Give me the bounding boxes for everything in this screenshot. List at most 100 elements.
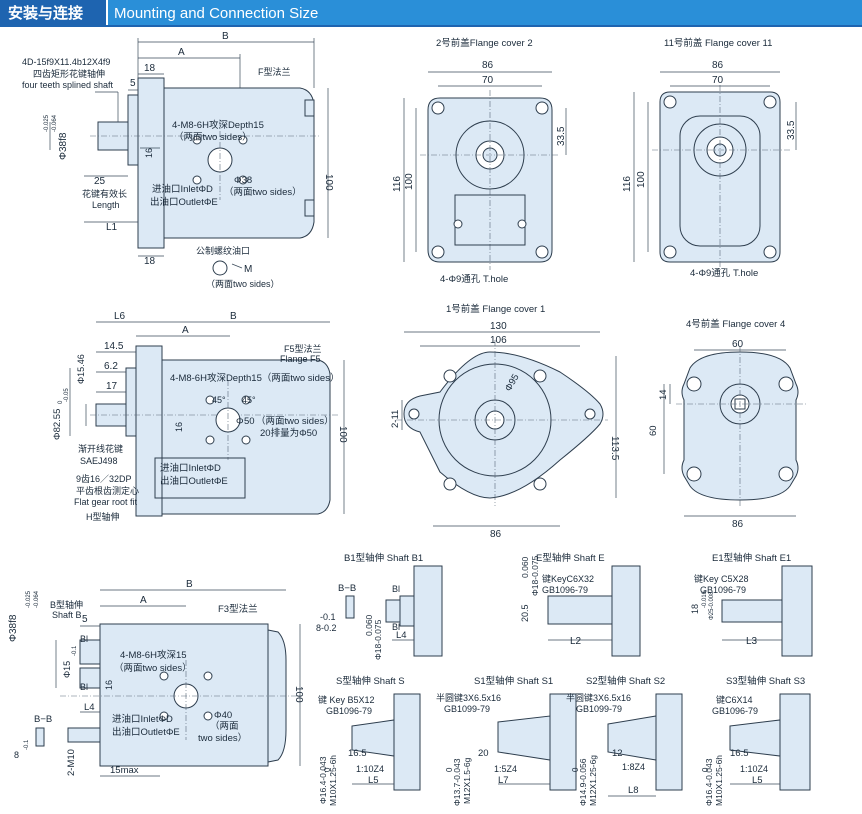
- c2-d33-5: 33.5: [556, 126, 567, 146]
- c11-d116: 116: [622, 176, 633, 192]
- e-phi: Φ18-0.075: [530, 555, 540, 596]
- s2-std: GB1099-79: [576, 704, 622, 714]
- v1-tol-bot: -0.064: [52, 114, 58, 132]
- v1-A: A: [178, 47, 185, 58]
- v1-outlet: 出油口OutletΦE: [150, 196, 218, 208]
- v3-d5: 5: [82, 614, 88, 625]
- c11-d86: 86: [712, 60, 724, 71]
- v1-d100: 100: [323, 174, 334, 191]
- v3-tol15: -0.1: [72, 645, 78, 656]
- v2-inlet: 进油口InletΦD: [160, 462, 221, 474]
- s-ratio: 1:10Z4: [356, 764, 384, 774]
- v2-A: A: [182, 325, 189, 336]
- v2-flange: F5型法兰: [284, 343, 322, 354]
- e1-tol2: Φ25-0.008: [709, 591, 715, 620]
- v2-flange-en: Flange F5: [280, 354, 321, 364]
- v2-phi: Φ: [236, 416, 244, 427]
- v3-outlet: 出油口OutletΦE: [112, 726, 180, 738]
- c2-title: 2号前盖Flange cover 2: [436, 37, 533, 49]
- v3-m10: 2-M10: [66, 749, 77, 776]
- pilot: [127, 94, 139, 166]
- b1-d8: 8-0.2: [316, 623, 337, 633]
- e-tol: 0.060: [520, 556, 530, 578]
- s3-std: GB1096-79: [712, 706, 758, 716]
- section-header: 安装与连接 Mounting and Connection Size: [0, 0, 862, 27]
- v2-outlet: 出油口OutletΦE: [160, 475, 228, 487]
- b1-tol2: 0.060: [364, 614, 374, 636]
- v2-ang2: 45°: [242, 395, 256, 405]
- s2-L8: L8: [628, 785, 639, 796]
- c11-d100: 100: [636, 171, 647, 188]
- c11-d33-5: 33.5: [786, 120, 797, 140]
- v2-root-en: Flat gear root fit: [74, 497, 138, 507]
- v3-phi15: Φ15: [62, 661, 72, 678]
- e1-L3: L3: [746, 636, 758, 647]
- v2-L6: L6: [114, 311, 126, 322]
- s2-ratio: 1:8Z4: [622, 762, 645, 772]
- v1-spline-zh: 四齿矩形花键轴伸: [33, 68, 105, 79]
- v3-two-sides-b2: two sides）: [198, 732, 247, 744]
- s1-L7: L7: [498, 775, 509, 786]
- s1-std: GB1099-79: [444, 704, 490, 714]
- v1-d18a: 18: [144, 63, 156, 74]
- e-L2: L2: [570, 636, 582, 647]
- v2-phi15-46: Φ15.46: [76, 354, 86, 384]
- v1-inlet: 进油口InletΦD: [152, 183, 213, 195]
- v3-bl1: Bl: [80, 634, 88, 644]
- v3-threads: 4-M8-6H攻深15: [120, 649, 187, 661]
- pump-view-3: [35, 589, 301, 777]
- c4-d14: 14: [658, 389, 669, 400]
- v1-spline-len-en: Length: [92, 200, 120, 210]
- v1-phi38: Φ38: [234, 175, 252, 186]
- v3-flange: F3型法兰: [218, 603, 258, 615]
- v3-A: A: [140, 595, 147, 606]
- v3-d16: 16: [104, 680, 114, 690]
- b1-L4: L4: [396, 630, 407, 641]
- header-title-zh: 安装与连接: [0, 0, 106, 27]
- v3-dia38: Φ38f8: [8, 614, 19, 642]
- v2-teeth: 9齿16／32DP: [76, 474, 132, 484]
- c1-d2-11: 2-11: [390, 410, 401, 428]
- s-phi: Φ16.4-0.043: [318, 756, 328, 804]
- v1-spline-len-zh: 花键有效长: [82, 188, 127, 199]
- v2-root-zh: 平齿根齿测定心: [76, 485, 139, 496]
- e-key: 键KeyC6X32: [542, 573, 594, 584]
- s1-title: S1型轴伸 Shaft S1: [474, 675, 553, 687]
- v2-gear-spline-en: SAEJ498: [80, 456, 118, 466]
- c11-d70: 70: [712, 75, 724, 86]
- s1-d20: 20: [478, 748, 489, 759]
- v1-metric-port: 公制螺纹油口: [196, 245, 250, 256]
- v1-d25: 25: [94, 176, 106, 187]
- v3-inlet: 进油口InletΦD: [112, 713, 173, 725]
- v3-max15: 15max: [110, 765, 139, 776]
- c1-d86: 86: [490, 529, 502, 540]
- v2-d100: 100: [337, 426, 348, 443]
- s2-key: 半圆键3X6.5x16: [566, 692, 631, 703]
- e1-key: 键Key C5X28: [694, 573, 749, 584]
- v1-two-sides-b: （两面two sides）: [224, 186, 302, 198]
- b1-tol: -0.1: [320, 612, 336, 622]
- v3-d100: 100: [293, 686, 304, 703]
- c11-title: 11号前盖 Flange cover 11: [664, 37, 772, 49]
- v2-tol82: -0.05: [64, 388, 70, 402]
- c1-d113-5: 113.5: [609, 436, 620, 461]
- s3-tol: 0: [701, 767, 710, 772]
- s3-title: S3型轴伸 Shaft S3: [726, 675, 805, 687]
- shaft-details: [345, 565, 813, 797]
- s1-key: 半圆键3X6.5x16: [436, 692, 501, 703]
- v2-B: B: [230, 311, 237, 322]
- v2-threads: 4-M8-6H攻深Depth15（两面two sides）: [170, 372, 339, 384]
- v3-tol-top: -0.025: [26, 590, 32, 608]
- e1-title: E1型轴伸 Shaft E1: [712, 552, 791, 564]
- v1-M: M: [244, 264, 252, 275]
- c4-d60v: 60: [648, 425, 659, 436]
- c2-holes: 4-Φ9通孔 T.hole: [440, 274, 508, 285]
- b1-title: B1型轴伸 Shaft B1: [344, 552, 423, 564]
- s3-phi: Φ16.4-0.043: [704, 758, 714, 806]
- v1-d16: 16: [144, 148, 154, 158]
- s3-ratio: 1:10Z4: [740, 764, 768, 774]
- s-key: 键 Key B5X12: [318, 694, 375, 705]
- s2-thread: M12X1.25-6g: [588, 755, 598, 806]
- b1-phi: Φ18-0.075: [373, 619, 383, 660]
- s1-phi: Φ13.7-0.043: [452, 758, 462, 806]
